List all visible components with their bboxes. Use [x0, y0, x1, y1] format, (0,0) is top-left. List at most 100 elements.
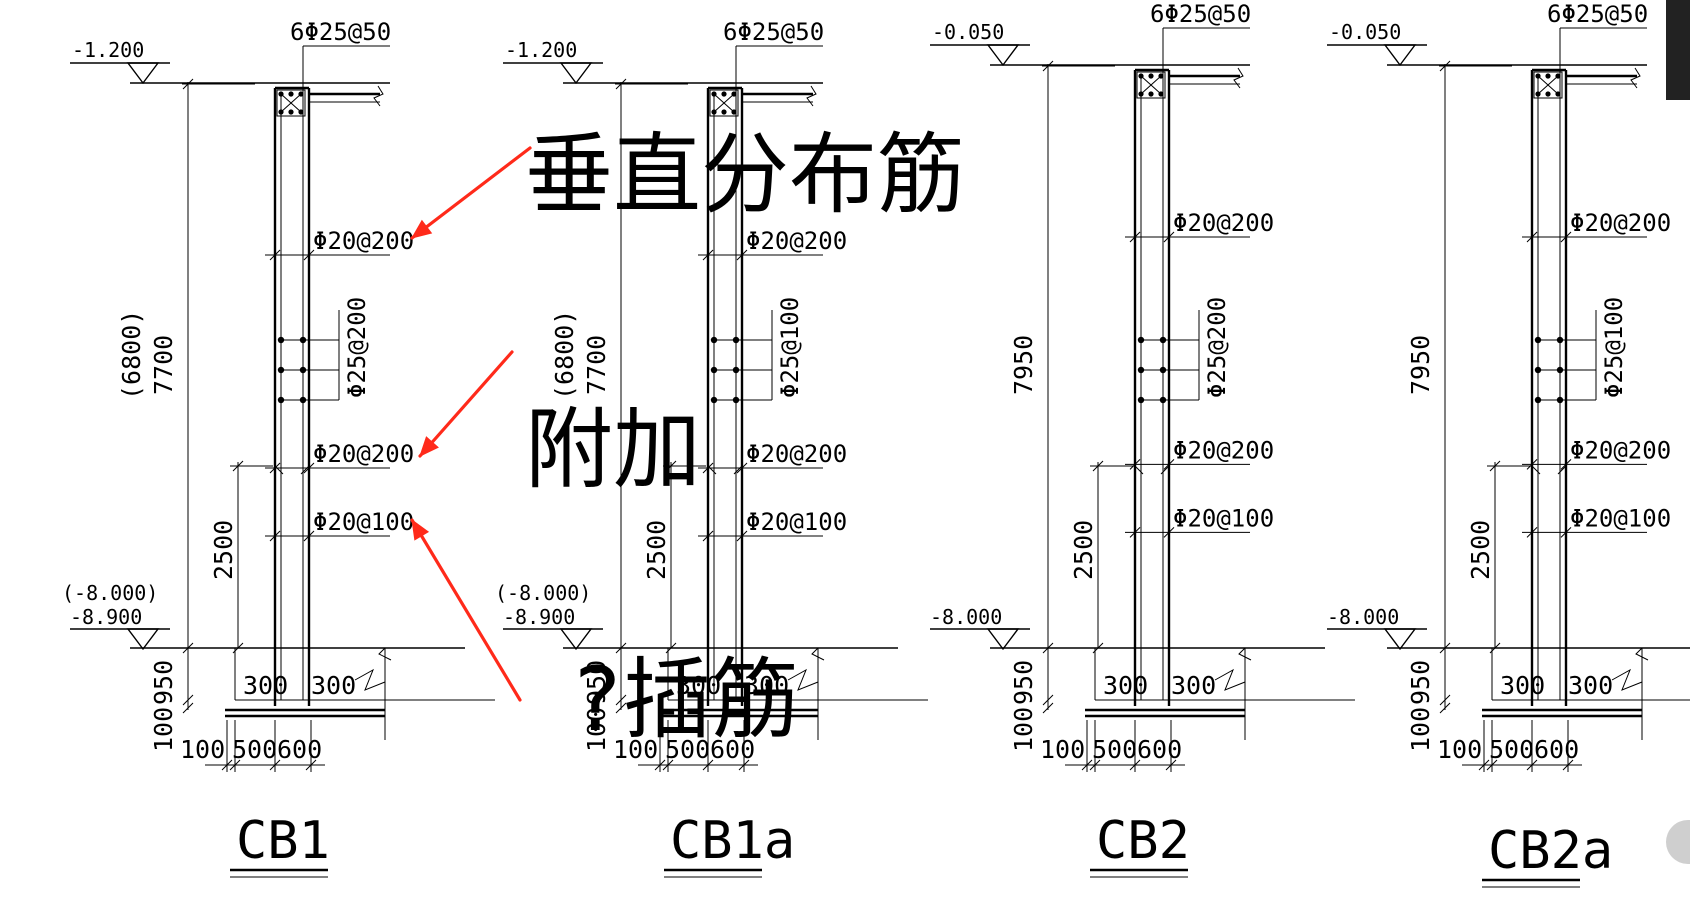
- height-label: 7950: [1406, 335, 1435, 395]
- toe-right-label: 300: [1171, 671, 1216, 700]
- additional-vertical-bar-label: Φ25@200: [343, 297, 371, 398]
- horizontal-bar-lower: Φ20@100: [698, 508, 847, 542]
- height-paren-label: (6800): [117, 310, 146, 400]
- horizontal-bar-upper-label: Φ20@200: [1570, 209, 1671, 237]
- top-rebar-spec: 6Φ25@50: [1150, 0, 1251, 28]
- red-arrow-2: [418, 350, 514, 458]
- height-label: 7950: [1009, 335, 1038, 395]
- horizontal-bar-upper: Φ20@200: [1522, 209, 1671, 243]
- top-rebar-cluster: 6Φ25@50: [1136, 0, 1251, 99]
- horizontal-bar-middle: Φ20@200: [265, 440, 414, 474]
- height-paren-label: (6800): [550, 310, 579, 400]
- section-title: CB1: [230, 811, 330, 878]
- section-title-text: CB2: [1096, 811, 1190, 871]
- horizontal-bar-middle: Φ20@200: [1522, 436, 1671, 470]
- top-rebar-spec: 6Φ25@50: [1547, 0, 1648, 28]
- horizontal-bar-middle-label: Φ20@200: [1570, 436, 1671, 464]
- toe-right-label: 300: [311, 671, 356, 700]
- section-cb2: -0.0506Φ25@50Φ20@200Φ20@200Φ20@100Φ25@20…: [930, 0, 1355, 878]
- horizontal-bar-lower-label: Φ20@100: [313, 508, 414, 536]
- section-cb2a: -0.0506Φ25@50Φ20@200Φ20@200Φ20@100Φ25@10…: [1327, 0, 1690, 888]
- horizontal-bar-middle-label: Φ20@200: [746, 440, 847, 468]
- base-dim-label-0: 100: [1437, 735, 1482, 764]
- red-arrow-3: [410, 518, 522, 702]
- bottom-level-label: -8.900: [70, 605, 142, 629]
- additional-vertical-bar-label: Φ25@200: [1203, 297, 1231, 398]
- bottom-level-label: -8.000: [1327, 605, 1399, 629]
- base-dim-label-1: 500: [232, 735, 277, 764]
- base-dim-label-0: 100: [613, 735, 658, 764]
- bottom-level-marker: -8.000: [1327, 605, 1690, 651]
- horizontal-bar-upper-label: Φ20@200: [1173, 209, 1274, 237]
- footing-height-label: 950: [582, 660, 611, 705]
- footing: 300 300: [658, 647, 928, 740]
- annotation-vertical-distribution-bars: 垂直分布筋: [525, 123, 965, 226]
- base-dim-label-2: 600: [277, 735, 322, 764]
- top-rebar-cluster: 6Φ25@50: [276, 18, 391, 117]
- additional-vertical-bar-label: Φ25@100: [776, 297, 804, 398]
- horizontal-bar-upper-label: Φ20@200: [313, 227, 414, 255]
- section-cb1a: -1.2006Φ25@50Φ20@200Φ20@200Φ20@100Φ25@10…: [495, 18, 928, 878]
- top-level-marker: -1.200: [70, 38, 390, 85]
- lower-height-label: 2500: [1466, 520, 1495, 580]
- top-rebar-spec: 6Φ25@50: [723, 18, 824, 46]
- slab-height-label: 100: [149, 707, 178, 752]
- bottom-level-paren-label: (-8.000): [495, 581, 591, 605]
- bottom-level-marker: (-8.000)-8.900: [62, 581, 465, 651]
- horizontal-bar-upper-label: Φ20@200: [746, 227, 847, 255]
- bottom-level-paren-label: (-8.000): [62, 581, 158, 605]
- additional-vertical-bars: Φ25@100: [710, 297, 804, 404]
- base-dim-label-0: 100: [1040, 735, 1085, 764]
- horizontal-bar-lower: Φ20@100: [1522, 504, 1671, 538]
- base-dim-label-2: 600: [710, 735, 755, 764]
- section-title-text: CB2a: [1488, 821, 1613, 881]
- side-toolbar-strip[interactable]: [1666, 0, 1690, 100]
- bottom-level-label: -8.900: [503, 605, 575, 629]
- top-level-label: -1.200: [72, 38, 144, 62]
- toe-left-label: 300: [243, 671, 288, 700]
- footing: 300 300: [1085, 647, 1355, 740]
- horizontal-bar-lower-label: Φ20@100: [746, 508, 847, 536]
- horizontal-bar-middle: Φ20@200: [698, 440, 847, 474]
- lower-height-label: 2500: [642, 520, 671, 580]
- additional-vertical-bars: Φ25@100: [1534, 297, 1628, 404]
- top-level-label: -0.050: [932, 20, 1004, 44]
- toe-right-label: 300: [744, 671, 789, 700]
- wall-outline: [706, 85, 817, 706]
- height-label: 7700: [582, 335, 611, 395]
- section-cb1: -1.2006Φ25@50Φ20@200Φ20@200Φ20@100Φ25@20…: [62, 18, 495, 878]
- top-rebar-spec: 6Φ25@50: [290, 18, 391, 46]
- footing-height-label: 950: [149, 660, 178, 705]
- annotation-dowel-bars: ?插筋: [570, 648, 799, 751]
- footing: 300 300: [1482, 647, 1690, 740]
- toe-right-label: 300: [1568, 671, 1613, 700]
- horizontal-bar-lower: Φ20@100: [1125, 504, 1274, 538]
- slab-height-label: 100: [1406, 707, 1435, 752]
- horizontal-bar-upper: Φ20@200: [1125, 209, 1274, 243]
- horizontal-bar-lower: Φ20@100: [265, 508, 414, 542]
- annotation-additional-bars: 附加: [525, 398, 701, 501]
- footing-height-label: 950: [1009, 660, 1038, 705]
- toe-left-label: 300: [1103, 671, 1148, 700]
- bottom-level-label: -8.000: [930, 605, 1002, 629]
- top-rebar-cluster: 6Φ25@50: [709, 18, 824, 117]
- toe-left-label: 300: [676, 671, 721, 700]
- horizontal-bar-middle-label: Φ20@200: [313, 440, 414, 468]
- horizontal-bar-middle: Φ20@200: [1125, 436, 1274, 470]
- footing-height-label: 950: [1406, 660, 1435, 705]
- height-label: 7700: [149, 335, 178, 395]
- additional-vertical-bars: Φ25@200: [277, 297, 371, 404]
- horizontal-bar-lower-label: Φ20@100: [1570, 504, 1671, 532]
- footing: 300 300: [225, 647, 495, 740]
- toe-left-label: 300: [1500, 671, 1545, 700]
- section-title: CB2a: [1482, 821, 1613, 888]
- top-level-label: -1.200: [505, 38, 577, 62]
- base-dim-label-1: 500: [1489, 735, 1534, 764]
